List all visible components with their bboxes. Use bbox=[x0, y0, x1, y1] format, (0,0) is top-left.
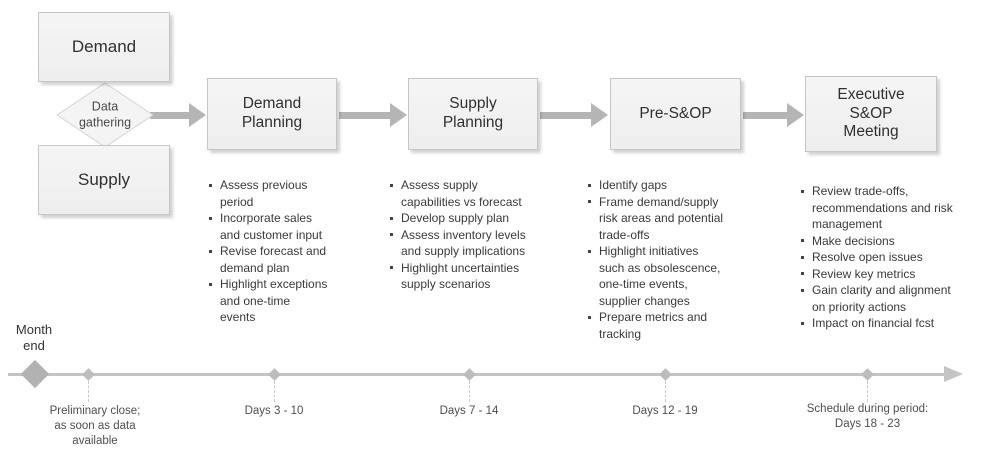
bullet-item: Prepare metrics and tracking bbox=[586, 309, 725, 342]
month-end-marker-icon bbox=[20, 359, 50, 389]
stage-box-demand-planning: Demand Planning bbox=[207, 78, 337, 150]
milestone-marker-icon bbox=[463, 368, 476, 381]
bullet-item: Incorporate sales and customer input bbox=[207, 210, 328, 243]
demand-input-label: Demand bbox=[71, 37, 137, 56]
stage-title: Supply Planning bbox=[442, 95, 504, 131]
bullet-item: Review key metrics bbox=[799, 266, 954, 283]
stage-title: Pre-S&OP bbox=[639, 104, 712, 122]
bullet-item: Assess inventory levels and supply impli… bbox=[388, 227, 529, 260]
stage-title: Demand Planning bbox=[241, 95, 303, 131]
stage-title: Executive S&OP Meeting bbox=[837, 85, 905, 141]
bullet-item: Highlight uncertainties supply scenarios bbox=[388, 260, 529, 293]
flow-arrow-1-icon bbox=[150, 103, 206, 127]
bullet-item: Identify gaps bbox=[586, 177, 725, 194]
milestone-marker-icon bbox=[82, 368, 95, 381]
timeline-arrowhead-icon bbox=[944, 366, 963, 382]
bullet-item: Frame demand/supply risk areas and poten… bbox=[586, 194, 725, 244]
month-end-label: Month end bbox=[15, 322, 53, 353]
stage-box-supply-planning: Supply Planning bbox=[408, 78, 538, 150]
bullet-item: Gain clarity and alignment on priority a… bbox=[799, 282, 954, 315]
demand-input-box: Demand bbox=[38, 12, 170, 82]
supply-input-label: Supply bbox=[78, 170, 130, 189]
bullet-item: Assess previous period bbox=[207, 177, 328, 210]
pre-sop-bullets: Identify gaps Frame demand/supply risk a… bbox=[586, 177, 725, 342]
milestone-label: Schedule during period: Days 18 - 23 bbox=[806, 403, 929, 430]
bullet-item: Assess supply capabilities vs forecast bbox=[388, 177, 529, 210]
bullet-item: Make decisions bbox=[799, 233, 954, 250]
milestone-label: Preliminary close; as soon as data avail… bbox=[49, 405, 141, 447]
flow-arrow-2-icon bbox=[339, 103, 407, 127]
bullet-item: Revise forecast and demand plan bbox=[207, 243, 328, 276]
demand-planning-bullets: Assess previous period Incorporate sales… bbox=[207, 177, 328, 326]
milestone-label: Days 12 - 19 bbox=[632, 405, 698, 417]
milestone-dash bbox=[867, 381, 868, 402]
milestone-dash bbox=[469, 381, 470, 402]
milestone-dash bbox=[88, 381, 89, 402]
supply-planning-bullets: Assess supply capabilities vs forecast D… bbox=[388, 177, 529, 293]
executive-sop-bullets: Review trade-offs, recommendations and r… bbox=[799, 183, 954, 332]
stage-box-pre-sop: Pre-S&OP bbox=[610, 78, 741, 150]
milestone-label: Days 7 - 14 bbox=[439, 405, 499, 417]
milestone-dash bbox=[274, 381, 275, 402]
bullet-item: Highlight initiatives such as obsolescen… bbox=[586, 243, 725, 309]
milestone-label: Days 3 - 10 bbox=[244, 405, 304, 417]
bullet-item: Highlight exceptions and one-time events bbox=[207, 276, 328, 326]
bullet-item: Resolve open issues bbox=[799, 249, 954, 266]
bullet-item: Impact on financial fcst bbox=[799, 315, 954, 332]
supply-input-box: Supply bbox=[38, 145, 170, 215]
data-gathering-label: Data gathering bbox=[78, 99, 132, 129]
stage-box-executive-sop-meeting: Executive S&OP Meeting bbox=[805, 76, 937, 152]
data-gathering-diamond: Data gathering bbox=[56, 82, 154, 148]
milestone-dash bbox=[665, 381, 666, 402]
bullet-item: Review trade-offs, recommendations and r… bbox=[799, 183, 954, 233]
flow-arrow-4-icon bbox=[743, 103, 804, 127]
timeline-axis bbox=[8, 373, 948, 376]
milestone-marker-icon bbox=[861, 368, 874, 381]
milestone-marker-icon bbox=[659, 368, 672, 381]
bullet-item: Develop supply plan bbox=[388, 210, 529, 227]
milestone-marker-icon bbox=[268, 368, 281, 381]
flow-arrow-3-icon bbox=[540, 103, 608, 127]
